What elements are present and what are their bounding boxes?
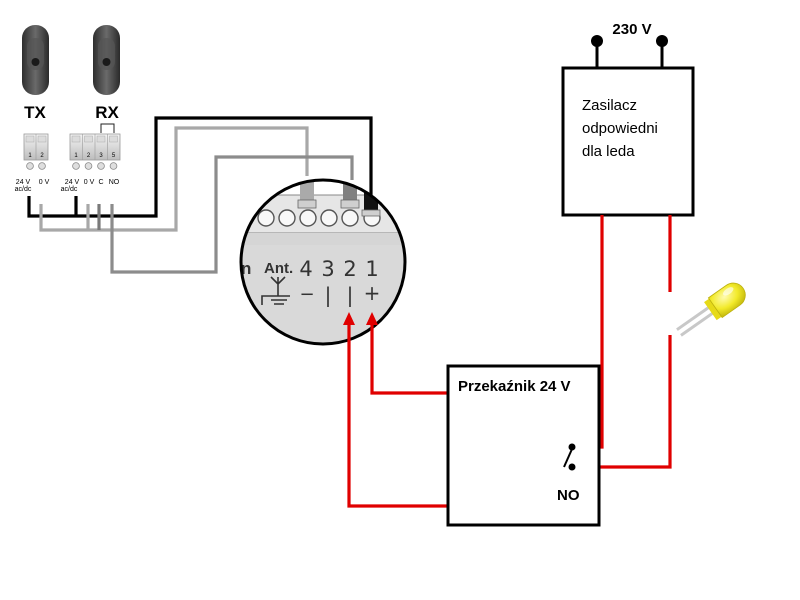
tx-caption-0v: 0 V — [39, 179, 50, 186]
panel-terminal-2: 2 — [343, 257, 356, 281]
wire-gray-no — [110, 155, 354, 274]
wire-red-relay-to-terminal-1 — [370, 322, 448, 395]
panel-edge-letter: n — [241, 259, 251, 278]
relay-title: Przekaźnik 24 V — [458, 378, 571, 395]
rx-caption-0v: 0 V — [84, 179, 95, 186]
arrow-terminal-2 — [343, 312, 355, 325]
rx-label: RX — [95, 103, 119, 122]
antenna-ground-icon — [261, 276, 290, 305]
rx-photocell: RX — [93, 25, 120, 122]
rx-caption-acdc: ac/dc — [61, 186, 78, 193]
psu-label-line-3: dla leda — [582, 143, 635, 160]
panel-ant-label: Ant. — [264, 260, 293, 277]
wire-black-24v — [27, 116, 373, 218]
rx-terminal-block: 1 2 3 5 24 V ac/dc 0 V C NO — [61, 123, 121, 193]
rx-caption-c: C — [98, 179, 103, 186]
arrow-terminal-1 — [366, 312, 378, 325]
panel-terminal-4: 4 — [299, 257, 312, 281]
tx-terminal-num: 1 — [28, 153, 32, 159]
panel-sign-bar: | — [347, 283, 354, 307]
relay: Przekaźnik 24 V NO — [446, 364, 601, 527]
magnifier-ring — [239, 178, 407, 346]
psu-label-line-2: odpowiedni — [582, 120, 658, 137]
rx-terminal-num: 5 — [112, 153, 116, 159]
rx-caption-no: NO — [109, 179, 120, 186]
no-contact-icon — [563, 443, 576, 471]
tx-photocell: TX — [22, 25, 49, 122]
power-supply: 230 V Zasilacz odpowiedni dla leda — [561, 21, 695, 217]
panel-terminal-1: 1 — [365, 257, 378, 281]
panel-sign-minus: − — [299, 284, 314, 305]
psu-label-line-1: Zasilacz — [582, 97, 637, 114]
sensor-wires — [27, 116, 373, 274]
rx-terminal-num: 1 — [74, 153, 78, 159]
tx-terminal-num: 2 — [40, 153, 44, 159]
wire-red-led-to-contact — [577, 335, 672, 469]
tx-caption-acdc: ac/dc — [15, 186, 32, 193]
relay-contact-label: NO — [557, 487, 580, 504]
panel-sign-plus: + — [364, 281, 381, 305]
panel-terminal-3: 3 — [321, 257, 334, 281]
rx-terminal-num: 2 — [87, 153, 91, 159]
control-panel-magnifier: n Ant. 4 3 2 1 − | | + — [239, 178, 407, 346]
tx-caption-24v: 24 V — [16, 179, 31, 186]
mains-voltage-label: 230 V — [612, 21, 651, 38]
led-icon — [676, 282, 746, 337]
wire-gray-0v — [39, 126, 309, 232]
rx-caption-24v: 24 V — [65, 179, 80, 186]
tx-terminal-block: 1 2 24 V ac/dc 0 V — [15, 133, 50, 193]
tx-label: TX — [24, 103, 46, 122]
panel-sign-bar: | — [325, 283, 332, 307]
psu-box — [561, 66, 695, 217]
wire-red-relay-to-terminal-2 — [347, 322, 448, 508]
rx-terminal-num: 3 — [99, 153, 103, 159]
